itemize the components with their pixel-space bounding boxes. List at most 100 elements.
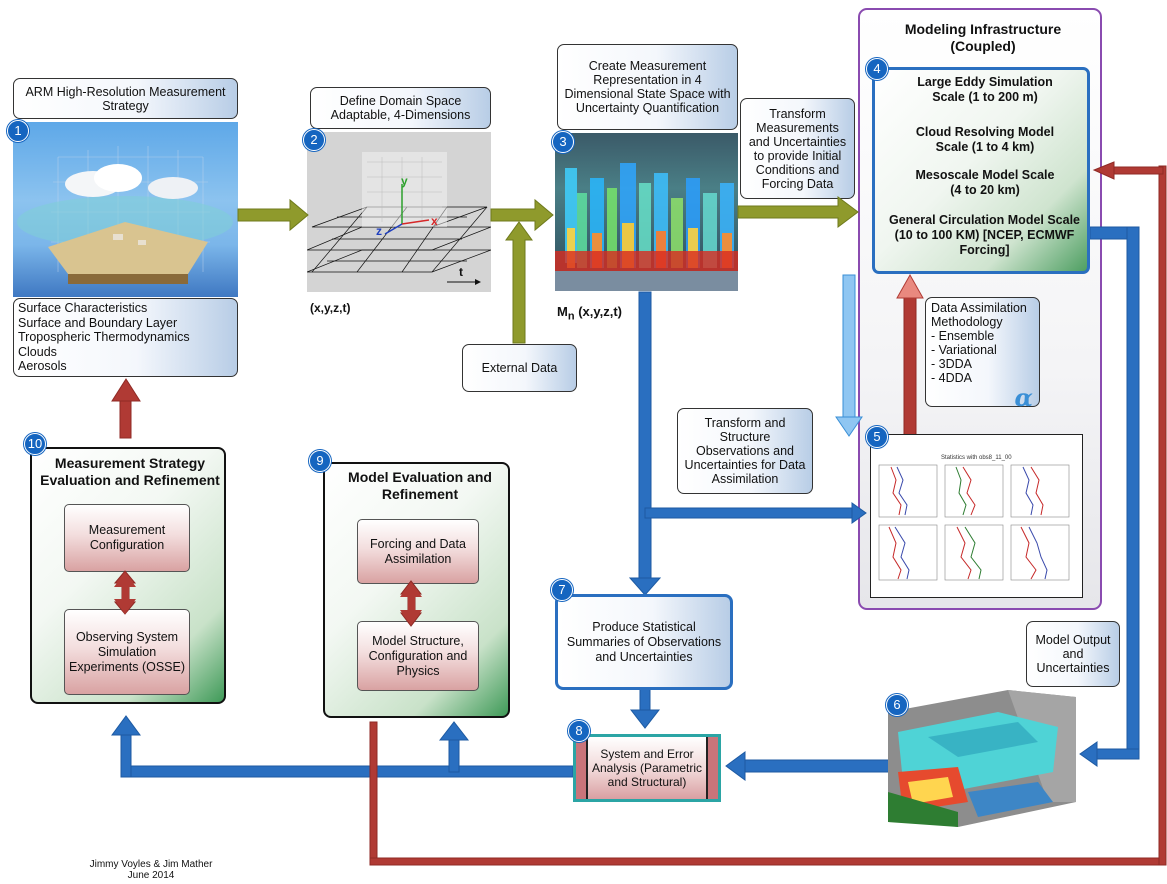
transform-initial-conditions-note: Transform Measurements and Uncertainties… <box>740 98 855 199</box>
model-output-note: Model Output and Uncertainties <box>1026 621 1120 687</box>
step7-badge: 7 <box>551 579 573 601</box>
state-space-graphic <box>555 163 738 291</box>
blue-line-7-to-8 <box>639 687 651 713</box>
model-crm: Cloud Resolving Model Scale (1 to 4 km) <box>915 125 1055 154</box>
caption-subscript: n <box>567 310 575 323</box>
red-line-10-up <box>119 397 132 439</box>
red-mini-down-10 <box>113 601 137 615</box>
step1-title: ARM High-Resolution Measurement Strategy <box>13 78 238 119</box>
model-output-3d-render <box>888 672 1078 827</box>
arrow-1-to-2 <box>237 198 309 232</box>
model-structure-box: Model Structure, Configuration and Physi… <box>357 621 479 691</box>
step8-box: System and Error Analysis (Parametric an… <box>573 734 721 802</box>
measurement-list: Surface Characteristics Surface and Boun… <box>18 301 190 374</box>
da-title: Data Assimilation Methodology <box>931 301 1027 329</box>
step1-measurement-list: Surface Characteristics Surface and Boun… <box>13 298 238 377</box>
step5-badge: 5 <box>866 426 888 448</box>
axis-t-label: t <box>459 265 463 279</box>
da-item: - 4DDA <box>931 371 972 385</box>
step6-badge: 6 <box>886 694 908 716</box>
statistics-plot-panel: Statistics with obs8_11_00 <box>870 434 1083 598</box>
data-assimilation-methodology: Data Assimilation Methodology - Ensemble… <box>925 297 1040 412</box>
step7-box: Produce Statistical Summaries of Observa… <box>555 594 733 690</box>
modeling-infrastructure-title: Modeling Infrastructure (Coupled) <box>904 21 1062 54</box>
axis-x-label: x <box>431 214 438 228</box>
domain-grid-graphic <box>307 152 491 285</box>
step3-badge: 3 <box>552 131 574 153</box>
arm-site-illustration <box>13 122 238 297</box>
light-blue-line-4-to-5 <box>842 274 856 420</box>
olive-arrows <box>237 196 859 344</box>
red-line-9-down <box>369 721 378 866</box>
measurement-configuration-box: Measurement Configuration <box>64 504 190 572</box>
red-mini-up-9 <box>399 580 423 595</box>
red-mini-stem-10 <box>121 581 130 605</box>
red-line-to-4 <box>1111 166 1164 175</box>
red-mini-up-10 <box>113 570 137 584</box>
arrow-up-to-10 <box>111 715 141 736</box>
blue-line-up-to-10 <box>120 731 132 778</box>
step1-badge: 1 <box>7 120 29 142</box>
step10-title: Measurement Strategy Evaluation and Refi… <box>40 455 220 488</box>
forcing-data-assimilation-box: Forcing and Data Assimilation <box>357 519 479 584</box>
list-item: Surface Characteristics <box>18 301 148 315</box>
list-item: Surface and Boundary Layer <box>18 315 178 330</box>
step2-caption: (x,y,z,t) <box>310 301 351 315</box>
arrow-to-6 <box>1079 741 1098 767</box>
domain-space-grid: y x z t <box>307 132 491 292</box>
statistics-plot-title: Statistics with obs8_11_00 <box>941 455 1012 461</box>
step8-badge: 8 <box>568 720 590 742</box>
arrow-5-to-4 <box>896 273 924 299</box>
blue-line-3-down <box>638 291 652 579</box>
red-mini-stem-9 <box>407 591 416 616</box>
arrow-6-to-8 <box>725 751 746 781</box>
caption-coords: (x,y,z,t) <box>574 304 623 319</box>
arrow-10-to-1 <box>111 378 141 402</box>
step4-badge: 4 <box>866 58 888 80</box>
da-content: Data Assimilation Methodology - Ensemble… <box>931 301 1034 385</box>
external-data-box: External Data <box>462 344 577 392</box>
arrow-7-to-8 <box>629 709 661 729</box>
red-line-right <box>1158 165 1167 866</box>
alpha-symbol: α <box>1014 383 1033 412</box>
step9-title: Model Evaluation and Refinement <box>348 469 492 502</box>
arrow-external-to-3 <box>505 221 533 344</box>
blue-line-6-to-8 <box>740 759 890 773</box>
step2-badge: 2 <box>303 129 325 151</box>
blue-line-8-left <box>120 765 574 778</box>
arrow-up-to-9 <box>438 721 470 741</box>
axis-y-label: y <box>401 174 408 188</box>
light-blue-arrow <box>835 274 863 437</box>
blue-line-branch-to-5 <box>644 507 856 519</box>
step8-inner: System and Error Analysis (Parametric an… <box>586 737 708 799</box>
arrow-3-to-7 <box>628 577 662 596</box>
step3-caption: Mn (x,y,z,t) <box>557 304 622 323</box>
transform-data-assimilation-note: Transform and Structure Observations and… <box>677 408 813 494</box>
red-mini-down-9 <box>399 612 423 627</box>
credit-authors: Jimmy Voyles & Jim Mather <box>89 859 213 870</box>
statistics-mini-plots <box>878 464 1070 581</box>
arm-site-graphic <box>17 146 233 284</box>
step10-badge: 10 <box>24 433 46 455</box>
blue-arrows <box>111 226 1140 781</box>
blue-line-to-6 <box>1094 748 1140 760</box>
step2-title: Define Domain Space Adaptable, 4-Dimensi… <box>310 87 491 129</box>
arrow-2-to-3 <box>490 198 554 232</box>
red-line-5-to-4 <box>903 295 917 437</box>
site-ground <box>48 222 208 274</box>
da-item: - 3DDA <box>931 357 972 371</box>
list-item: Clouds <box>18 344 57 359</box>
credit-date: June 2014 <box>127 870 175 881</box>
arrow-to-4-red <box>1092 161 1115 180</box>
model-les: Large Eddy Simulation Scale (1 to 200 m) <box>917 75 1053 104</box>
caption-m: M <box>557 304 568 319</box>
model-gcm: General Circulation Model Scale (10 to 1… <box>888 213 1081 257</box>
credit-text: Jimmy Voyles & Jim Mather June 2014 <box>76 859 226 881</box>
model-scales-box: Large Eddy Simulation Scale (1 to 200 m)… <box>872 67 1090 274</box>
model-mesoscale: Mesoscale Model Scale (4 to 20 km) <box>915 168 1055 197</box>
arrow-branch-to-5 <box>851 502 867 524</box>
step9-badge: 9 <box>309 450 331 472</box>
blue-line-up-to-9 <box>448 736 460 773</box>
arrow-4-to-5 <box>835 416 863 437</box>
step3-title: Create Measurement Representation in 4 D… <box>557 44 738 130</box>
